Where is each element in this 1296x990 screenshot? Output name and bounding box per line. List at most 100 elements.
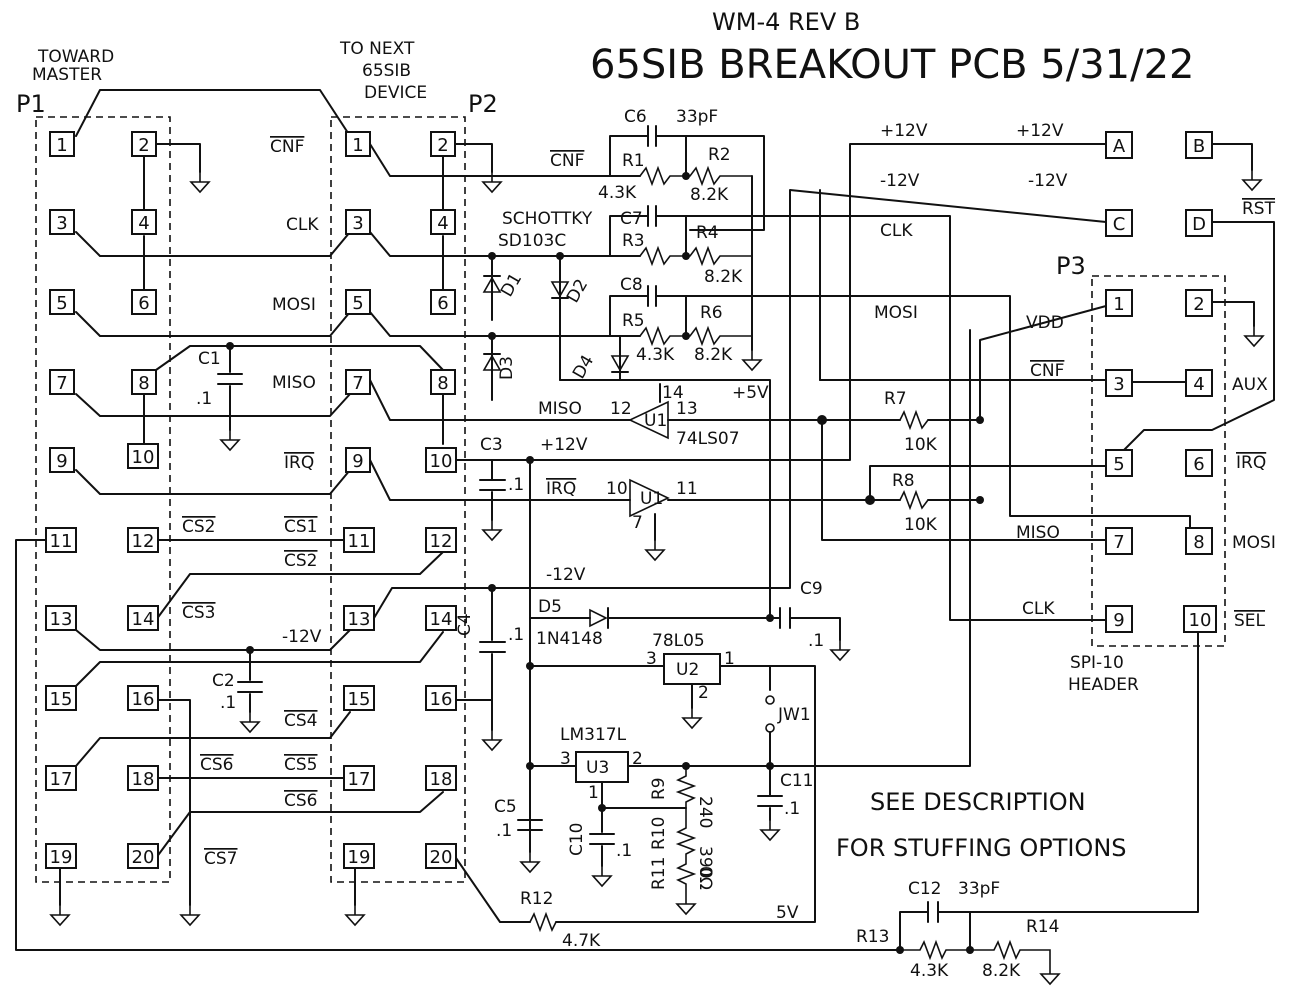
p2-pin-2[interactable]: 2 <box>430 131 456 157</box>
u1b-buffer <box>629 478 670 518</box>
p1-pin-18[interactable]: 18 <box>127 765 159 791</box>
p1-pin-1[interactable]: 1 <box>49 131 75 157</box>
d5-label: D5 <box>538 597 562 617</box>
five-v-label: 5V <box>776 903 799 923</box>
wire-b-gnd <box>1211 143 1253 171</box>
p1-pin-9[interactable]: 9 <box>49 447 75 473</box>
p3-pin-7[interactable]: 7 <box>1105 527 1133 555</box>
u2-pin3: 3 <box>646 649 657 669</box>
p3-pin-8[interactable]: 8 <box>1185 527 1213 555</box>
p2-mosi-label: MOSI <box>272 295 316 315</box>
p3-pin-3[interactable]: 3 <box>1105 369 1133 397</box>
p1-pin-4[interactable]: 4 <box>131 209 157 235</box>
r9-label: R9 <box>649 777 669 800</box>
terminal-a[interactable]: A <box>1105 131 1133 159</box>
p1-pin-10[interactable]: 10 <box>127 443 159 469</box>
svg-text:2: 2 <box>138 135 149 156</box>
p1-pin-5[interactable]: 5 <box>49 289 75 315</box>
p3-pin-5[interactable]: 5 <box>1105 449 1133 477</box>
p2-pin-9[interactable]: 9 <box>345 447 371 473</box>
p3-pin-4[interactable]: 4 <box>1185 369 1213 397</box>
p2-pin-7[interactable]: 7 <box>345 369 371 395</box>
p2-pin-17[interactable]: 17 <box>343 765 375 791</box>
p2-pin-10[interactable]: 10 <box>425 447 457 473</box>
revision-label: WM-4 REV B <box>712 8 860 36</box>
p1-pin-13[interactable]: 13 <box>45 605 77 631</box>
p3-name: P3 <box>1056 252 1086 280</box>
p2-pin-14[interactable]: 14 <box>425 605 457 631</box>
p2-minus12-label: -12V <box>282 627 322 647</box>
p3-pin-6[interactable]: 6 <box>1185 449 1213 477</box>
p3-pin-1[interactable]: 1 <box>1105 289 1133 317</box>
c5-value: .1 <box>496 821 512 841</box>
ground-icon <box>1244 325 1264 347</box>
p1-pin-6[interactable]: 6 <box>131 289 157 315</box>
p1-pin-7[interactable]: 7 <box>49 369 75 395</box>
p1-pin-20[interactable]: 20 <box>127 843 159 869</box>
terminal-b[interactable]: B <box>1185 131 1213 159</box>
p2-pin-1[interactable]: 1 <box>345 131 371 157</box>
c4-label: C4 <box>455 613 475 636</box>
ground-icon <box>482 519 502 541</box>
c4-value: .1 <box>508 625 524 645</box>
p3-pin-2[interactable]: 2 <box>1185 289 1213 317</box>
p1-pin-2[interactable]: 2 <box>131 131 157 157</box>
p2-pin-5[interactable]: 5 <box>345 289 371 315</box>
p1-pin-12[interactable]: 12 <box>127 527 159 553</box>
ground-icon <box>645 539 665 561</box>
u2-label: U2 <box>676 660 699 680</box>
minus12-net-label: -12V <box>546 565 586 585</box>
p2-pin-19[interactable]: 19 <box>343 843 375 869</box>
p3-pin-9[interactable]: 9 <box>1105 605 1133 633</box>
cnf-net-label: CNF <box>550 151 584 171</box>
svg-text:1: 1 <box>352 135 363 156</box>
junction-dot <box>976 416 984 424</box>
wire-miso-to-u1 <box>369 379 631 421</box>
p2-irq-label: IRQ <box>284 453 314 473</box>
r4-label: R4 <box>696 223 719 243</box>
p1-pin-19[interactable]: 19 <box>45 843 77 869</box>
p2-pin-12[interactable]: 12 <box>425 527 457 553</box>
svg-text:5: 5 <box>352 293 363 314</box>
p1-pin-8[interactable]: 8 <box>131 369 157 395</box>
r12-resistor <box>529 911 557 933</box>
p2-pin-20[interactable]: 20 <box>425 843 457 869</box>
p2-pin-3[interactable]: 3 <box>345 209 371 235</box>
r1-r2-resistors <box>639 165 752 187</box>
terminal-c[interactable]: C <box>1105 209 1133 237</box>
svg-text:11: 11 <box>50 531 73 552</box>
c1-value: .1 <box>196 389 212 409</box>
wire-p1-3-to-p2-3 <box>75 231 351 257</box>
p1-pin-17[interactable]: 17 <box>45 765 77 791</box>
p1-pin-15[interactable]: 15 <box>45 685 77 711</box>
u1-pin12: 12 <box>610 399 632 419</box>
c7-left-lead <box>609 215 649 257</box>
p2-pin-4[interactable]: 4 <box>430 209 456 235</box>
p2-pin-8[interactable]: 8 <box>430 369 456 395</box>
p2-cnf-label: CNF <box>270 137 304 157</box>
p2-pin-15[interactable]: 15 <box>343 685 375 711</box>
p3-pin-10[interactable]: 10 <box>1183 605 1217 633</box>
wire-p1-2-gnd <box>155 143 201 173</box>
cs6-label-p2: CS6 <box>284 791 317 811</box>
p1-pin-14[interactable]: 14 <box>127 605 159 631</box>
p2-pin-16[interactable]: 16 <box>425 685 457 711</box>
p1-pin-16[interactable]: 16 <box>127 685 159 711</box>
p1-pin-11[interactable]: 11 <box>45 527 77 553</box>
p2-pin-13[interactable]: 13 <box>343 605 375 631</box>
c1-label: C1 <box>198 349 221 369</box>
p2-pin-11[interactable]: 11 <box>343 527 375 553</box>
p2-pin-6[interactable]: 6 <box>430 289 456 315</box>
junction-dot <box>488 332 496 340</box>
r9-r10-r11-resistors <box>675 766 697 894</box>
p1-caption-line2: MASTER <box>32 65 102 85</box>
wire-p1-9-to-p2-9 <box>75 469 351 495</box>
jw1-pad-top <box>765 695 775 705</box>
wire-r7-vdd <box>927 305 1107 421</box>
sd103c-label: SD103C <box>498 231 566 251</box>
c5-label: C5 <box>494 797 517 817</box>
p2-pin-18[interactable]: 18 <box>425 765 457 791</box>
d4-label: D4 <box>569 352 598 383</box>
terminal-d[interactable]: D <box>1185 209 1213 237</box>
p1-pin-3[interactable]: 3 <box>49 209 75 235</box>
